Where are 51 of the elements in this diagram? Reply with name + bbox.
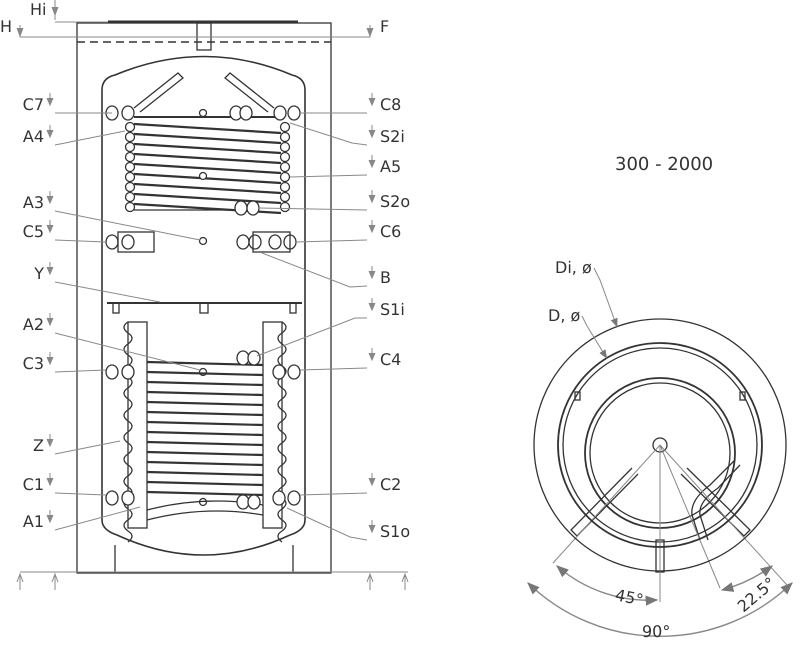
leader-line <box>54 492 106 496</box>
leader-line <box>54 240 106 242</box>
level-label: Hi <box>30 0 46 20</box>
angle-label: 45° <box>613 585 646 611</box>
part-label: B <box>380 268 391 288</box>
level-label: F <box>380 17 390 37</box>
leader-line <box>300 492 368 496</box>
tank-wall-circle <box>557 342 763 548</box>
leader-line <box>54 282 160 302</box>
leader-line <box>258 208 368 210</box>
part-label: C2 <box>380 475 402 495</box>
part-label: S2i <box>380 127 405 147</box>
leader-line <box>54 506 140 530</box>
part-label: A5 <box>380 157 402 177</box>
leader-line <box>300 112 368 114</box>
leader-line <box>296 240 368 242</box>
part-label: C6 <box>380 222 402 242</box>
part-label: C7 <box>8 95 44 115</box>
leader-line <box>54 332 200 370</box>
leader-line <box>582 316 608 359</box>
part-label: Di, ø <box>555 258 592 278</box>
size-range-label: 300 - 2000 <box>615 155 714 175</box>
leader-line <box>594 268 618 328</box>
part-label: A2 <box>8 315 44 335</box>
leader-line <box>290 122 368 146</box>
part-label: D, ø <box>548 306 580 326</box>
level-label: H <box>0 17 12 37</box>
part-label: C5 <box>8 222 44 242</box>
leader-line <box>54 440 120 454</box>
leader-line <box>300 368 368 370</box>
part-label: A1 <box>8 512 44 532</box>
part-label: A4 <box>8 127 44 147</box>
leader-line <box>54 130 126 146</box>
part-label: C8 <box>380 95 402 115</box>
part-label: S1o <box>380 522 410 542</box>
leader-line <box>54 370 106 372</box>
part-label: S2o <box>380 192 410 212</box>
part-label: Y <box>8 264 44 284</box>
leader-line <box>54 210 200 240</box>
part-label: C1 <box>8 475 44 495</box>
leader-line <box>286 508 368 540</box>
leader-line <box>256 318 368 356</box>
part-label: S1i <box>380 300 405 320</box>
part-label: C3 <box>8 354 44 374</box>
part-label: Z <box>8 436 44 456</box>
leader-line <box>54 112 112 114</box>
part-label: A3 <box>8 193 44 213</box>
part-label: C4 <box>380 350 402 370</box>
leader-line <box>262 252 368 288</box>
leader-line <box>290 174 368 178</box>
angle-label: 90° <box>642 622 670 642</box>
